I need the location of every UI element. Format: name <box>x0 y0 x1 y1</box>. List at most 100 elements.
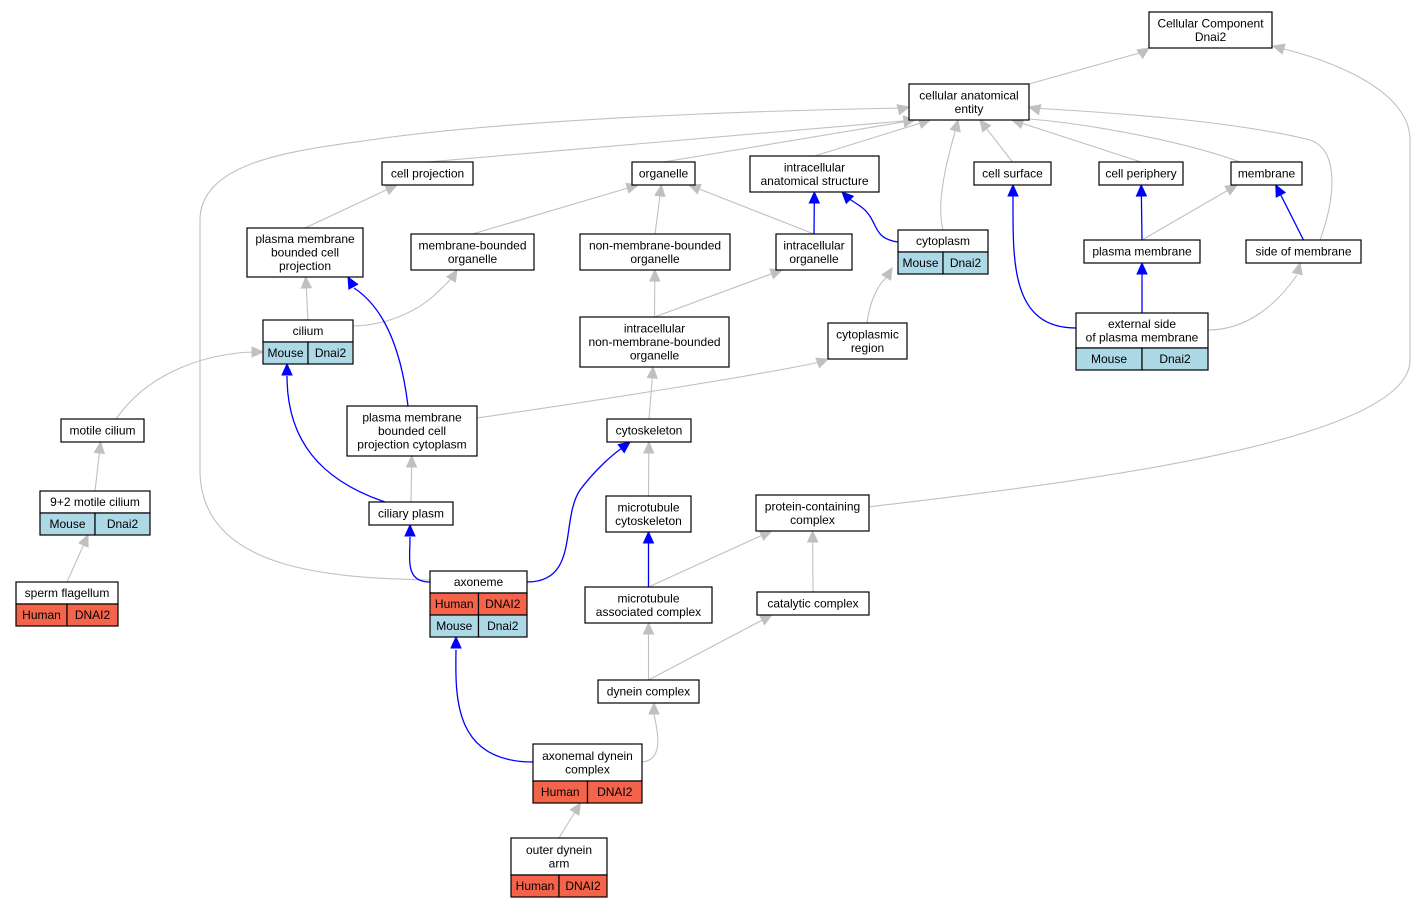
term-node-plasma-membrane[interactable]: plasma membrane <box>1083 239 1201 264</box>
term-box <box>1245 239 1362 264</box>
term-box <box>631 161 696 186</box>
edge-arrowhead <box>446 268 458 283</box>
edge-arrowhead <box>1136 47 1151 60</box>
term-box <box>510 837 608 876</box>
edge-line <box>94 452 100 492</box>
term-node-inmbo[interactable]: intracellularnon-membrane-boundedorganel… <box>579 316 730 368</box>
annotation-species-label: Mouse <box>902 256 938 270</box>
edge-cae-to-root <box>1028 47 1151 85</box>
term-label: plasma membrane <box>255 232 355 246</box>
term-node-organelle[interactable]: organelle <box>631 161 696 186</box>
edge-line <box>353 287 409 407</box>
term-box <box>755 494 870 532</box>
term-box <box>827 322 908 360</box>
edge-inmbo-to-io <box>654 268 784 318</box>
term-node-catalytic[interactable]: catalytic complex <box>756 591 870 616</box>
term-node-dynein-complex[interactable]: dynein complex <box>597 679 700 704</box>
term-label: region <box>851 341 884 355</box>
edge-arrowhead <box>78 533 89 548</box>
edge-line <box>1280 194 1305 241</box>
annotation-gene-cell <box>1141 347 1209 371</box>
edge-side-of-membrane-to-cae <box>1027 104 1333 241</box>
term-label: organelle <box>639 167 689 181</box>
annotation-gene-label: Dnai2 <box>950 256 982 270</box>
edge-arrowhead <box>93 440 106 455</box>
term-node-cell-surface[interactable]: cell surface <box>973 161 1052 186</box>
term-box <box>775 233 853 271</box>
edge-arrowhead <box>1271 43 1286 55</box>
edge-axoneme-to-cytoskeleton <box>526 441 631 583</box>
edge-sperm-flagellum-to-nine-two <box>66 533 89 583</box>
term-label: arm <box>549 856 570 870</box>
term-node-membrane[interactable]: membrane <box>1230 161 1303 186</box>
term-node-side-of-membrane[interactable]: side of membrane <box>1245 239 1362 264</box>
term-label: cytoskeleton <box>616 424 683 438</box>
edge-cytoskeleton-to-inmbo <box>646 365 658 420</box>
edge-line <box>476 361 821 419</box>
term-label: projection <box>279 259 331 273</box>
term-node-cytoskeleton[interactable]: cytoskeleton <box>606 418 692 443</box>
edge-line <box>410 466 413 503</box>
term-label: cytoplasm <box>916 234 970 248</box>
term-label: dynein complex <box>607 685 690 699</box>
annotation-gene-label: DNAI2 <box>485 597 521 611</box>
term-node-cell-projection[interactable]: cell projection <box>381 161 474 186</box>
edge-line <box>866 277 887 324</box>
edge-adc-to-axoneme <box>450 635 534 763</box>
term-box <box>605 495 692 533</box>
term-node-ciliary-plasm[interactable]: ciliary plasm <box>368 501 454 526</box>
annotation-gene-cell <box>307 341 354 365</box>
edge-arrowhead <box>841 191 855 205</box>
edge-arrowhead <box>815 357 830 369</box>
term-box <box>368 501 454 526</box>
term-label: intracellular <box>784 160 845 174</box>
edge-line <box>427 120 905 163</box>
annotation-gene-label: Dnai2 <box>487 619 519 633</box>
edge-dynein-complex-to-catalytic <box>648 614 773 681</box>
term-label: membrane <box>1238 167 1296 181</box>
term-label: non-membrane-bounded <box>588 335 720 349</box>
edge-line <box>847 197 899 243</box>
edge-line <box>814 122 921 157</box>
term-box <box>597 679 700 704</box>
edge-pmbcpc-to-cytoplasmic-region <box>476 357 830 419</box>
edge-line <box>472 187 628 235</box>
edge-dynein-complex-to-mac <box>642 621 655 680</box>
edge-arrowhead <box>300 275 313 289</box>
edge-arrowhead <box>1007 183 1019 197</box>
annotation-species-label: Human <box>22 608 61 622</box>
edge-arrowhead <box>1135 183 1148 197</box>
term-label: entity <box>955 102 984 116</box>
edge-line <box>199 107 906 581</box>
edge-line <box>648 377 653 420</box>
term-label: plasma membrane <box>1092 245 1192 259</box>
term-node-motile-cilium[interactable]: motile cilium <box>60 418 145 443</box>
edge-line <box>663 121 905 163</box>
term-node-cell-periphery[interactable]: cell periphery <box>1098 161 1184 186</box>
term-box <box>1075 312 1209 349</box>
edge-cytoplasm-to-ias <box>841 191 899 243</box>
edge-arrowhead <box>759 614 773 626</box>
edge-line <box>526 447 623 583</box>
term-box <box>756 591 870 616</box>
